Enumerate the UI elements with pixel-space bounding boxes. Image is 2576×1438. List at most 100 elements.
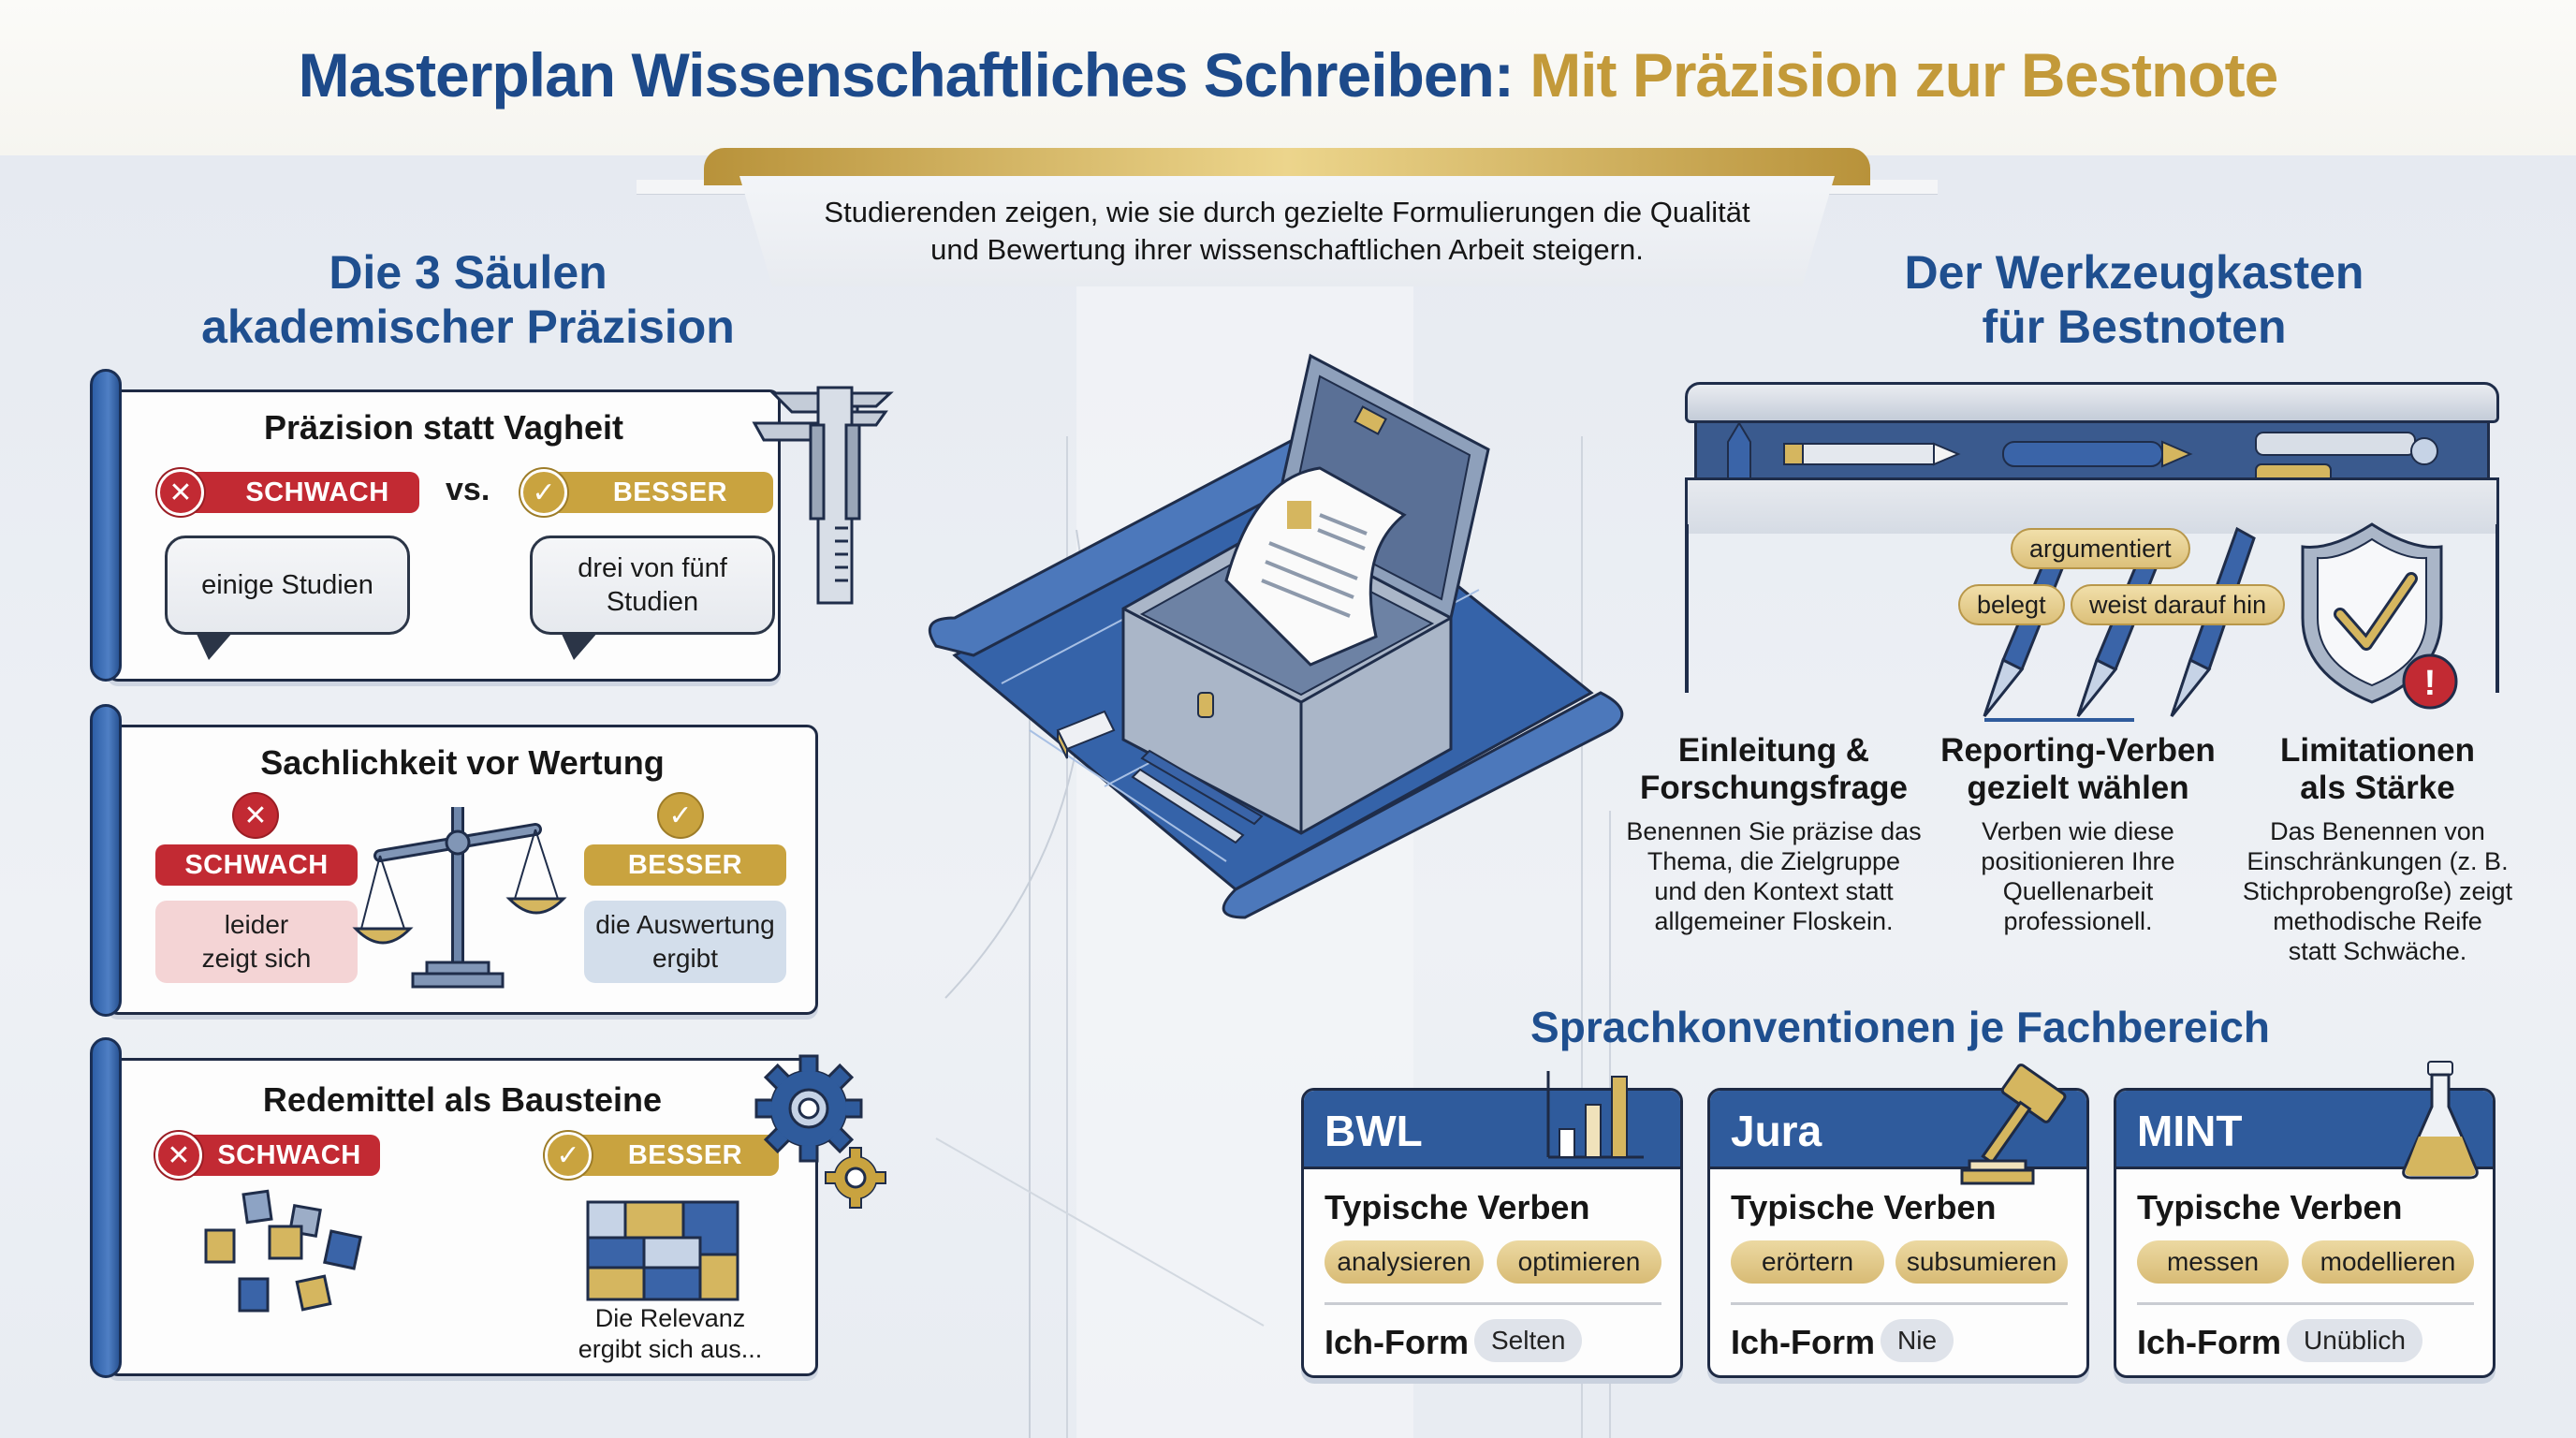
feature-title-line: als Stärke bbox=[2300, 770, 2455, 806]
better-example-bubble: drei von fünf Studien bbox=[530, 536, 775, 660]
feature-title-line: gezielt wählen bbox=[1967, 770, 2189, 806]
weak-example-text: einige Studien bbox=[201, 570, 373, 600]
ich-form-value: Selten bbox=[1474, 1319, 1583, 1362]
cross-icon: ✕ bbox=[155, 1132, 202, 1179]
weak-example-line-2: zeigt sich bbox=[201, 944, 312, 973]
desc-line: positionieren Ihre bbox=[1981, 847, 2175, 875]
left-section-title: Die 3 Säulen akademischer Präzision bbox=[131, 245, 805, 354]
toolbox-side-right bbox=[2496, 524, 2499, 693]
verb-tag: optimieren bbox=[1497, 1240, 1661, 1284]
divider bbox=[1731, 1302, 2068, 1305]
desc-line: allgemeiner Floskein. bbox=[1654, 907, 1894, 935]
better-example-line-2: ergibt sich aus... bbox=[578, 1335, 763, 1363]
toolbox-lid bbox=[1685, 382, 2499, 423]
ich-form-label: Ich-Form bbox=[2137, 1323, 2282, 1361]
better-label-text: BESSER bbox=[612, 477, 728, 507]
conventions-title: Sprachkonventionen je Fachbereich bbox=[1530, 1003, 2270, 1051]
desc-line: und den Kontext statt bbox=[1654, 877, 1894, 905]
gears-icon bbox=[754, 1054, 886, 1209]
desc-line: Quellenarbeit bbox=[2002, 877, 2154, 905]
weak-label: SCHWACH bbox=[165, 1135, 380, 1176]
feature-desc-intro: Benennen Sie präzise das Thema, die Ziel… bbox=[1624, 816, 1924, 936]
page-title: Masterplan Wissenschaftliches Schreiben:… bbox=[0, 39, 2576, 110]
better-example-line-2: ergibt bbox=[651, 944, 719, 973]
weak-label-text: SCHWACH bbox=[184, 849, 329, 880]
toolbox-side-left bbox=[1685, 524, 1689, 693]
cross-icon: ✕ bbox=[234, 794, 277, 837]
toolbox-front bbox=[1685, 477, 2499, 534]
desc-line: Einschränkungen (z. B. bbox=[2247, 847, 2509, 875]
desc-line: Benennen Sie präzise das bbox=[1626, 817, 1922, 845]
flask-icon bbox=[2402, 1061, 2479, 1180]
ich-form-value: Unüblich bbox=[2287, 1319, 2422, 1362]
verbs-label: Typische Verben bbox=[1731, 1188, 1997, 1226]
better-label-text: BESSER bbox=[627, 849, 743, 880]
feature-title-line: Forschungsfrage bbox=[1640, 770, 1908, 806]
desc-line: Thema, die Zielgruppe bbox=[1647, 847, 1901, 875]
ich-form-label: Ich-Form bbox=[1325, 1323, 1470, 1361]
verbs-label: Typische Verben bbox=[2137, 1188, 2403, 1226]
verb-tag-weist-darauf-hin: weist darauf hin bbox=[2071, 584, 2286, 625]
pillar-title: Präzision statt Vagheit bbox=[263, 408, 624, 447]
better-label: BESSER bbox=[584, 844, 786, 886]
divider bbox=[1325, 1302, 1661, 1305]
toolbox-blueprint-illustration bbox=[928, 353, 1624, 919]
fach-card-jura: Jura Typische Verben erörtern subsumiere… bbox=[1707, 1088, 2089, 1378]
desc-line: methodische Reife bbox=[2273, 907, 2482, 935]
feature-title-line: Reporting-Verben bbox=[1940, 732, 2216, 769]
fach-name: BWL bbox=[1325, 1107, 1423, 1155]
desc-line: professionell. bbox=[2003, 907, 2153, 935]
subtitle-line-1: Studierenden zeigen, wie sie durch gezie… bbox=[824, 196, 1750, 228]
weak-label-text: SCHWACH bbox=[245, 477, 389, 507]
caliper-icon bbox=[752, 386, 894, 605]
verbs-label: Typische Verben bbox=[1325, 1188, 1590, 1226]
check-icon: ✓ bbox=[659, 794, 702, 837]
verb-tag: messen bbox=[2137, 1240, 2289, 1284]
svg-text:!: ! bbox=[2424, 664, 2437, 703]
weak-example-bubble: einige Studien bbox=[165, 536, 410, 660]
scattered-blocks-icon bbox=[204, 1189, 362, 1313]
scroll-rod bbox=[90, 704, 122, 1017]
better-example-line-1: Die Relevanz bbox=[594, 1304, 746, 1332]
toolbox-tools-icon bbox=[1727, 421, 2438, 486]
check-icon: ✓ bbox=[545, 1132, 592, 1179]
scroll-rod bbox=[90, 1037, 122, 1378]
better-label: BESSER bbox=[554, 1135, 779, 1176]
subtitle-card: Studierenden zeigen, wie sie durch gezie… bbox=[739, 176, 1835, 286]
title-part-accent: Mit Präzision zur Bestnote bbox=[1530, 40, 2278, 110]
subtitle-line-2: und Bewertung ihrer wissenschaftlichen A… bbox=[930, 233, 1644, 266]
feature-desc-limitations: Das Benennen von Einschränkungen (z. B. … bbox=[2228, 816, 2527, 966]
better-example: Die Relevanz ergibt sich aus... bbox=[558, 1303, 783, 1365]
right-title-line-2: für Bestnoten bbox=[1982, 301, 2287, 353]
better-example-box: die Auswertung ergibt bbox=[584, 901, 786, 983]
desc-line: statt Schwäche. bbox=[2288, 937, 2467, 965]
fach-name: MINT bbox=[2137, 1107, 2243, 1155]
weak-example-box: leider zeigt sich bbox=[155, 901, 358, 983]
better-example-line-2: Studien bbox=[606, 587, 699, 617]
feature-title-limitations: Limitationen als Stärke bbox=[2237, 732, 2518, 807]
verb-tag: analysieren bbox=[1325, 1240, 1484, 1284]
bar-chart-icon bbox=[1546, 1071, 1644, 1159]
stacked-blocks-icon bbox=[586, 1200, 739, 1301]
feature-title-line: Limitationen bbox=[2279, 732, 2476, 769]
verb-tag: erörtern bbox=[1731, 1240, 1884, 1284]
weak-example-line-1: leider bbox=[224, 910, 289, 939]
feature-title-reporting: Reporting-Verben gezielt wählen bbox=[1938, 732, 2218, 807]
verb-tag-argumentiert: argumentiert bbox=[2011, 528, 2190, 569]
right-section-title: Der Werkzeugkasten für Bestnoten bbox=[1835, 245, 2434, 354]
header-band bbox=[0, 0, 2576, 155]
pillar-title: Redemittel als Bausteine bbox=[262, 1080, 663, 1119]
better-example-line-1: drei von fünf bbox=[578, 553, 727, 583]
vs-label: vs. bbox=[446, 472, 490, 507]
ich-form-label: Ich-Form bbox=[1731, 1323, 1876, 1361]
shield-check-icon: ! bbox=[2301, 522, 2458, 710]
gavel-icon bbox=[1960, 1064, 2067, 1185]
verb-tag: subsumieren bbox=[1895, 1240, 2068, 1284]
right-title-line-1: Der Werkzeugkasten bbox=[1904, 246, 2364, 299]
weak-label-text: SCHWACH bbox=[217, 1139, 361, 1170]
fach-name: Jura bbox=[1731, 1107, 1822, 1155]
desc-line: Verben wie diese bbox=[1982, 817, 2174, 845]
left-title-line-1: Die 3 Säulen bbox=[329, 246, 607, 299]
weak-label: SCHWACH bbox=[155, 844, 358, 886]
title-part-main: Masterplan Wissenschaftliches Schreiben: bbox=[298, 40, 1515, 110]
